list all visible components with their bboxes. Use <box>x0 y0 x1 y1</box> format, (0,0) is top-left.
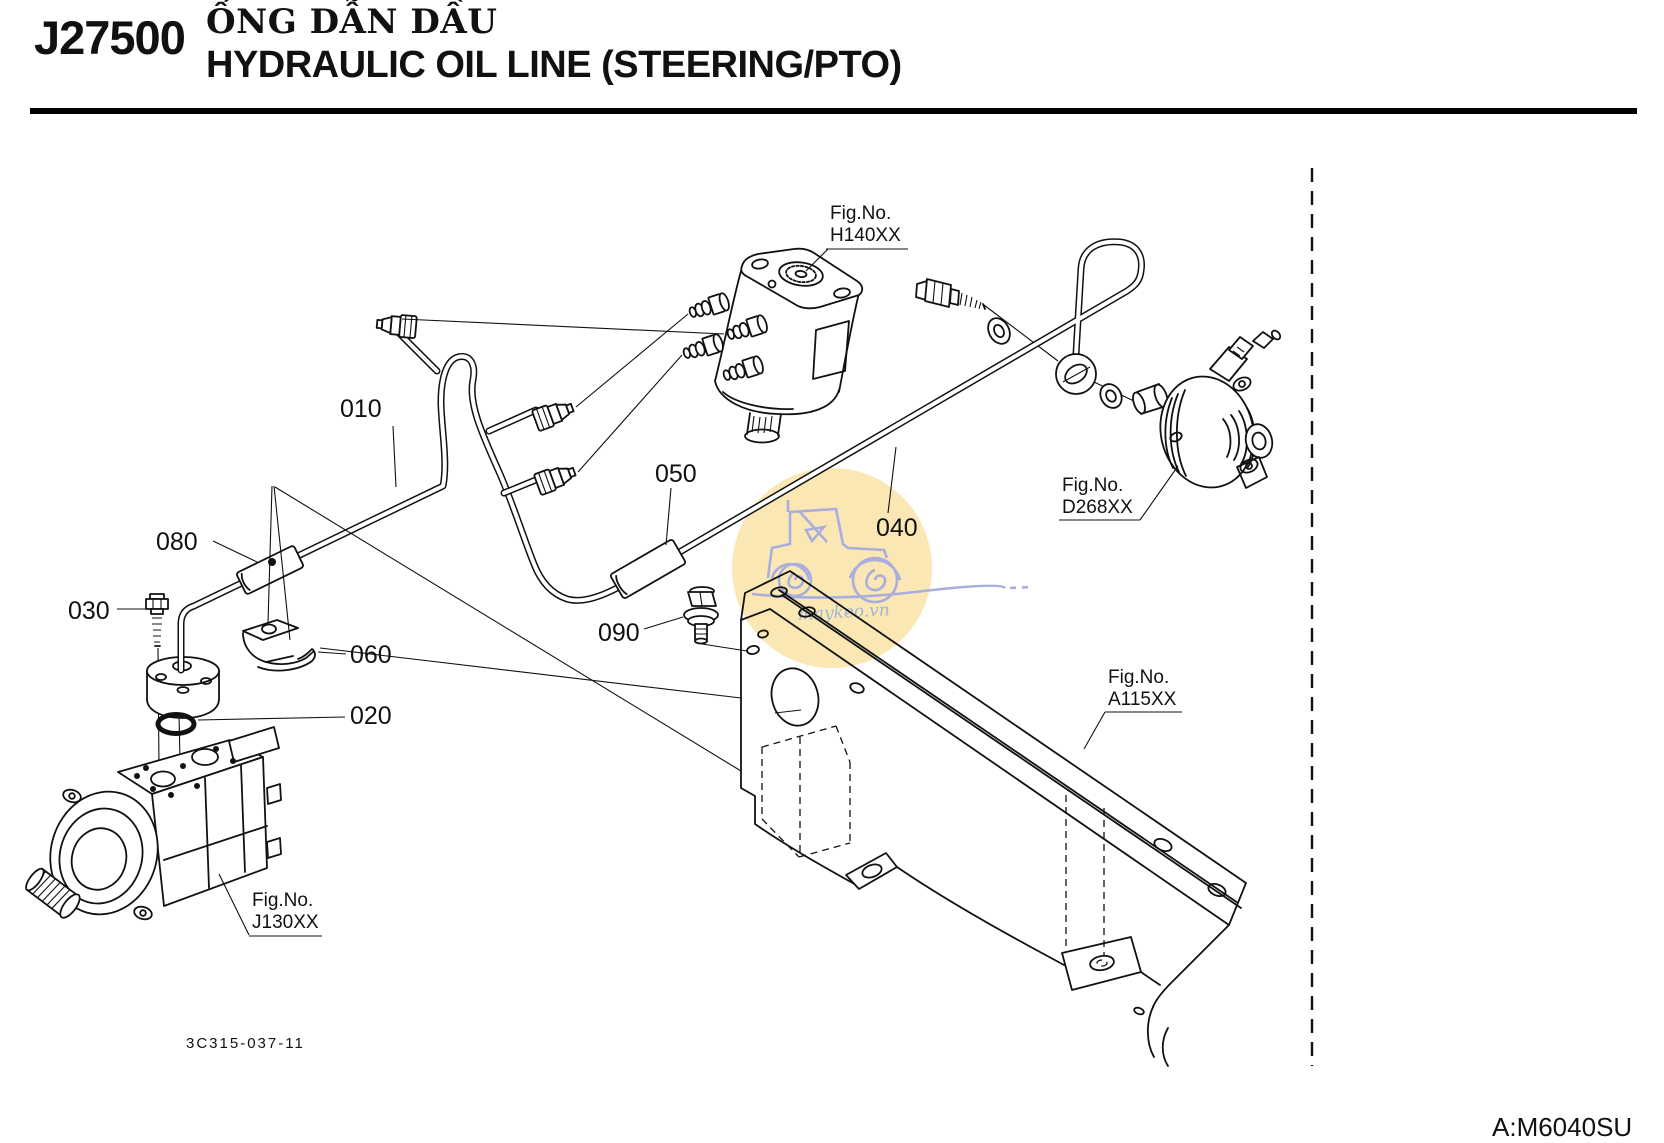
fig-ref-d268: D268XX <box>1062 497 1133 518</box>
page-title-vietnamese: ỐNG DẪN DẦU <box>206 2 498 42</box>
fig-ref-prefix: Fig.No. <box>252 890 313 911</box>
fig-ref-prefix: Fig.No. <box>830 203 891 224</box>
fig-ref-prefix: Fig.No. <box>1108 667 1169 688</box>
washer <box>1099 383 1123 409</box>
leader-lines <box>117 248 1179 936</box>
valve-port-fitting <box>720 354 766 386</box>
clamp-bracket-drawing <box>242 619 316 672</box>
hydraulic-pipes <box>177 238 1145 674</box>
part-label-040: 040 <box>876 514 918 542</box>
valve-port-fitting <box>724 313 770 345</box>
banjo-bolt-and-washer <box>915 278 1011 345</box>
part-number-labels: 010 080 030 060 020 050 090 040 <box>68 395 918 730</box>
steering-pump-drawing <box>1099 329 1282 489</box>
tractor-watermark-icon <box>751 500 1033 604</box>
hydraulic-pump-drawing <box>25 726 282 921</box>
figure-references: Fig.No. H140XX Fig.No. J130XX Fig.No. D2… <box>249 203 1182 937</box>
pipe-sleeve-050 <box>610 539 686 599</box>
valve-port-fitting <box>680 332 726 364</box>
o-ring <box>155 712 197 736</box>
page-code: A:M6040SU <box>1492 1112 1633 1142</box>
section-code: J27500 <box>34 11 186 64</box>
banjo-eye-fitting <box>1055 353 1097 395</box>
pipe-union-fitting <box>530 396 577 433</box>
washer <box>987 317 1011 345</box>
drawing-number: 3C315-037-11 <box>186 1035 305 1052</box>
pipe-union-fitting <box>375 312 418 340</box>
valve-port-fitting <box>686 291 732 323</box>
part-label-090: 090 <box>598 619 640 647</box>
fig-ref-prefix: Fig.No. <box>1062 475 1123 496</box>
fig-ref-a115: A115XX <box>1108 689 1177 710</box>
fig-ref-h140: H140XX <box>830 225 901 246</box>
part-label-020: 020 <box>350 702 392 730</box>
part-label-030: 030 <box>68 597 110 625</box>
header-rule <box>30 108 1637 114</box>
part-label-060: 060 <box>350 641 392 669</box>
pipe-union-fitting <box>532 460 579 497</box>
pump-shaft <box>25 867 81 919</box>
steering-valve-drawing <box>680 247 864 444</box>
frame-plate-drawing <box>740 570 1247 1067</box>
frame-large-hole <box>770 667 820 727</box>
bolt-mount-hole <box>746 644 760 656</box>
part-label-010: 010 <box>340 395 382 423</box>
hidden-line-bracket-box <box>761 725 1105 956</box>
banjo-bolt-090-drawing <box>683 586 719 645</box>
part-label-050: 050 <box>655 460 697 488</box>
page-title-english: HYDRAULIC OIL LINE (STEERING/PTO) <box>206 44 902 86</box>
part-label-080: 080 <box>156 528 198 556</box>
fig-ref-j130: J130XX <box>252 912 319 933</box>
bolt-030-drawing <box>145 593 169 647</box>
pump-bolt-dots <box>134 746 236 798</box>
